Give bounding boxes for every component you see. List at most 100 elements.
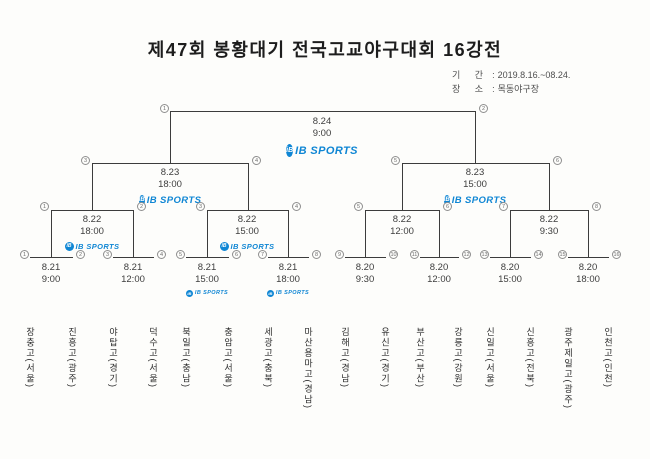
slot-number-marker: 3	[81, 156, 90, 165]
game-time: 18:00	[158, 179, 182, 191]
ib-sports-wordmark: IB SPORTS	[230, 241, 275, 251]
team-name: 장충고(서울)	[25, 327, 35, 389]
game-time: 9:30	[355, 274, 375, 286]
team-name: 강릉고(강원)	[453, 327, 463, 389]
team-name: 유신고(경기)	[380, 327, 390, 389]
ib-sports-wordmark: IB SPORTS	[194, 289, 229, 296]
slot-number-marker: 6	[553, 156, 562, 165]
slot-number-marker: 5	[391, 156, 400, 165]
game-time: 18:00	[576, 274, 600, 286]
slot-number-marker: 6	[232, 250, 241, 259]
slot-number-marker: 2	[479, 104, 488, 113]
bracket-connector-line	[113, 257, 154, 258]
slot-number-marker: 3	[196, 202, 205, 211]
slot-number-marker: 9	[335, 250, 344, 259]
bracket-connector-line	[288, 210, 289, 257]
ib-sports-badge-icon: iB	[266, 289, 274, 297]
slot-number-marker: 8	[592, 202, 601, 211]
team-name: 부산고(부산)	[415, 327, 425, 389]
bracket-connector-line	[207, 210, 208, 257]
game-time: 15:00	[498, 274, 522, 286]
bracket-connector-line	[420, 257, 459, 258]
info-period: 기 간:2019.8.16.~08.24.	[452, 68, 570, 82]
team-name: 북일고(충남)	[181, 327, 191, 389]
game-date: 8.20	[355, 262, 375, 273]
ib-sports-badge-icon: iB	[138, 195, 145, 207]
ib-sports-badge-icon: iB	[64, 242, 74, 252]
team-name: 충암고(서울)	[223, 327, 233, 389]
slot-number-marker: 4	[292, 202, 301, 211]
slot-number-marker: 5	[176, 250, 185, 259]
ib-sports-wordmark: IB SPORTS	[146, 194, 202, 206]
slot-number-marker: 4	[252, 156, 261, 165]
slot-number-marker: 10	[389, 250, 398, 259]
game-time: 12:00	[390, 226, 414, 238]
colon: :	[492, 84, 495, 95]
slot-number-marker: 12	[462, 250, 471, 259]
slot-number-marker: 6	[443, 202, 452, 211]
slot-number-marker: 1	[20, 250, 29, 259]
bracket-connector-line	[30, 257, 73, 258]
bracket-connector-line	[92, 163, 249, 164]
team-name: 야탑고(경기)	[108, 327, 118, 389]
game-date: 8.21	[41, 262, 61, 273]
game-date: 8.20	[500, 262, 520, 273]
bracket-connector-line	[510, 210, 589, 211]
team-name: 인천고(인천)	[603, 327, 613, 389]
bracket-connector-line	[365, 210, 366, 257]
info-venue: 장 소:목동야구장	[452, 82, 570, 96]
game-date: 8.21	[278, 262, 298, 273]
game-date: 8.23	[160, 167, 180, 178]
slot-number-marker: 4	[157, 250, 166, 259]
bracket-connector-line	[92, 163, 93, 210]
team-name: 진흥고(광주)	[67, 327, 77, 389]
bracket-connector-line	[51, 210, 134, 211]
game-date: 8.21	[197, 262, 217, 273]
ib-sports-wordmark: IB SPORTS	[295, 144, 358, 157]
bracket-connector-line	[365, 210, 440, 211]
team-name: 김해고(경남)	[340, 327, 350, 389]
game-time: 18:00	[80, 226, 104, 238]
bracket-connector-line	[402, 163, 403, 210]
bracket-connector-line	[439, 210, 440, 257]
bracket-connector-line	[568, 257, 609, 258]
page-title: 제47회 봉황대기 전국고교야구대회 16강전	[147, 40, 503, 60]
slot-number-marker: 5	[354, 202, 363, 211]
game-time: 12:00	[121, 274, 145, 286]
bracket-connector-line	[186, 257, 229, 258]
bracket-connector-line	[402, 163, 550, 164]
slot-number-marker: 11	[410, 250, 419, 259]
team-name: 신일고(서울)	[485, 327, 495, 389]
game-date: 8.22	[539, 214, 559, 225]
slot-number-marker: 15	[558, 250, 567, 259]
game-date: 8.22	[82, 214, 102, 225]
bracket-connector-line	[549, 163, 550, 210]
game-time: 15:00	[463, 179, 487, 191]
slot-number-marker: 1	[40, 202, 49, 211]
bracket-connector-line	[207, 210, 289, 211]
bracket-connector-line	[475, 111, 476, 163]
slot-number-marker: 2	[137, 202, 146, 211]
bracket-connector-line	[588, 210, 589, 257]
tournament-info: 기 간:2019.8.16.~08.24. 장 소:목동야구장	[452, 68, 570, 97]
slot-number-marker: 3	[103, 250, 112, 259]
slot-number-marker: 7	[258, 250, 267, 259]
game-date: 8.20	[429, 262, 449, 273]
team-name: 세광고(충북)	[263, 327, 273, 389]
game-time: 15:00	[195, 274, 219, 286]
venue-value: 목동야구장	[497, 84, 539, 95]
bracket-connector-line	[490, 257, 531, 258]
colon: :	[492, 70, 495, 80]
game-date: 8.23	[465, 167, 485, 178]
